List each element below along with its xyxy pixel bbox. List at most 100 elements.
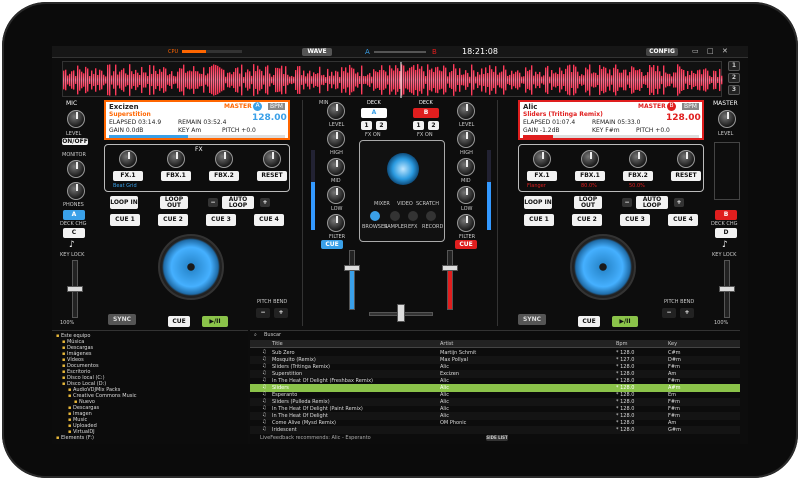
master-level-knob[interactable]: [718, 110, 736, 128]
right-pitch-bend-plus[interactable]: +: [680, 308, 694, 318]
config-button[interactable]: CONFIG: [646, 48, 678, 56]
mixer-a-volume-fader[interactable]: [349, 250, 355, 310]
right-fx-knob-1[interactable]: [533, 150, 551, 168]
left-auto-loop[interactable]: AUTO LOOP: [222, 196, 254, 209]
right-fbx2-button[interactable]: FBX.2: [623, 171, 653, 181]
left-cue-2[interactable]: CUE 2: [158, 214, 188, 226]
mic-level-knob[interactable]: [67, 110, 85, 128]
left-pitch-bend-plus[interactable]: +: [274, 308, 288, 318]
left-fx1-button[interactable]: FX.1: [113, 171, 143, 181]
minimize-icon[interactable]: ▭: [692, 47, 699, 55]
right-cue-3[interactable]: CUE 3: [620, 214, 650, 226]
left-fx-knob-2[interactable]: [167, 150, 185, 168]
monitor-knob[interactable]: [67, 160, 85, 178]
left-pitch-bend-minus[interactable]: −: [256, 308, 270, 318]
mixer-deck-b-button[interactable]: B: [413, 108, 439, 118]
deck-c-button[interactable]: C: [63, 228, 85, 238]
tab-efx[interactable]: EFX: [408, 224, 418, 230]
left-jog-wheel[interactable]: [158, 234, 224, 300]
center-orb[interactable]: [387, 153, 419, 185]
deck-b-button[interactable]: B: [715, 210, 737, 220]
folder-item[interactable]: ▪ Este equipo: [56, 333, 90, 339]
tab-sampler[interactable]: SAMPLER: [384, 224, 408, 230]
mixer-b-high-knob[interactable]: [457, 130, 475, 148]
mixer-b-low-knob[interactable]: [457, 186, 475, 204]
left-loop-minus[interactable]: −: [208, 198, 218, 207]
mixer-a-mid-knob[interactable]: [327, 158, 345, 176]
mixer-a-ch1[interactable]: 1: [361, 121, 372, 130]
right-cue-2[interactable]: CUE 2: [572, 214, 602, 226]
mixer-a-volume-cap[interactable]: [344, 265, 360, 271]
mixer-a-level-knob[interactable]: [327, 102, 345, 120]
left-reset-button[interactable]: RESET: [257, 171, 287, 181]
header-key[interactable]: Key: [668, 341, 678, 347]
folder-item[interactable]: ▪ Music: [68, 417, 87, 423]
folder-item[interactable]: ▪ Música: [62, 339, 84, 345]
right-pitch-bend-minus[interactable]: −: [662, 308, 676, 318]
mixer-a-filter-knob[interactable]: [327, 214, 345, 232]
folder-item[interactable]: ▪ Documentos: [62, 363, 99, 369]
folder-item[interactable]: ▪ Disco Local (D:): [62, 381, 106, 387]
right-cue-4[interactable]: CUE 4: [668, 214, 698, 226]
right-cue-button[interactable]: CUE: [578, 316, 600, 327]
mic-on-off-button[interactable]: ON/OFF: [62, 137, 88, 145]
tab-browser-dot[interactable]: [370, 211, 380, 221]
right-loop-in[interactable]: LOOP IN: [524, 196, 552, 209]
folder-item[interactable]: ▪ Elements (F:): [56, 435, 94, 441]
tab-record[interactable]: RECORD: [422, 224, 444, 230]
right-pitch-fader-cap[interactable]: [719, 286, 735, 292]
right-fx-knob-2[interactable]: [581, 150, 599, 168]
mixer-b-filter-knob[interactable]: [457, 214, 475, 232]
mixer-b-mid-knob[interactable]: [457, 158, 475, 176]
right-sync-button[interactable]: SYNC: [518, 314, 546, 325]
mixer-b-level-knob[interactable]: [457, 102, 475, 120]
tab-mixer[interactable]: MIXER: [374, 201, 390, 207]
right-fx-select[interactable]: Flanger: [527, 183, 546, 189]
folder-item[interactable]: ▪ Imagen: [68, 411, 92, 417]
waveform-display[interactable]: [62, 61, 723, 98]
folder-item[interactable]: ▪ Descargas: [62, 345, 93, 351]
maximize-icon[interactable]: □: [707, 47, 714, 55]
right-jog-wheel[interactable]: [570, 234, 636, 300]
tab-sampler-dot[interactable]: [390, 211, 400, 221]
crossfader-cap[interactable]: [397, 304, 405, 322]
wave-zoom-3[interactable]: 3: [728, 85, 740, 95]
side-list-button[interactable]: SIDE LIST: [486, 435, 508, 441]
left-loop-out[interactable]: LOOP OUT: [160, 196, 188, 209]
left-cue-button[interactable]: CUE: [168, 316, 190, 327]
folder-item[interactable]: ▪ AudioVDJMix Packs: [68, 387, 120, 393]
left-fx-select[interactable]: Beat Grid: [113, 183, 137, 189]
right-auto-loop[interactable]: AUTO LOOP: [636, 196, 668, 209]
right-fbx1-button[interactable]: FBX.1: [575, 171, 605, 181]
right-fx1-button[interactable]: FX.1: [527, 171, 557, 181]
tab-record-dot[interactable]: [426, 211, 436, 221]
mixer-b-volume-cap[interactable]: [442, 265, 458, 271]
folder-item[interactable]: ▪ Vídeos: [62, 357, 84, 363]
folder-item[interactable]: ▪ Disco local (C:): [62, 375, 105, 381]
tab-browser[interactable]: BROWSER: [362, 224, 388, 230]
left-sync-button[interactable]: SYNC: [108, 314, 136, 325]
search-icon[interactable]: ⌕: [254, 332, 257, 338]
deck-d-button[interactable]: D: [715, 228, 737, 238]
folder-item[interactable]: ▪ Descargas: [68, 405, 99, 411]
left-fbx2-button[interactable]: FBX.2: [209, 171, 239, 181]
mixer-cue-a[interactable]: CUE: [321, 240, 343, 249]
right-fx-knob-4[interactable]: [677, 150, 695, 168]
right-cue-1[interactable]: CUE 1: [524, 214, 554, 226]
mixer-a-ch2[interactable]: 2: [376, 121, 387, 130]
tab-efx-dot[interactable]: [408, 211, 418, 221]
mixer-b-ch2[interactable]: 2: [428, 121, 439, 130]
left-cue-3[interactable]: CUE 3: [206, 214, 236, 226]
folder-item[interactable]: ▪ VirtualDJ: [68, 429, 95, 435]
right-loop-minus[interactable]: −: [622, 198, 632, 207]
folder-item[interactable]: ▪ Escritorio: [62, 369, 90, 375]
mixer-b-volume-fader[interactable]: [447, 250, 453, 310]
wave-zoom-1[interactable]: 1: [728, 61, 740, 71]
right-fx-knob-3[interactable]: [629, 150, 647, 168]
